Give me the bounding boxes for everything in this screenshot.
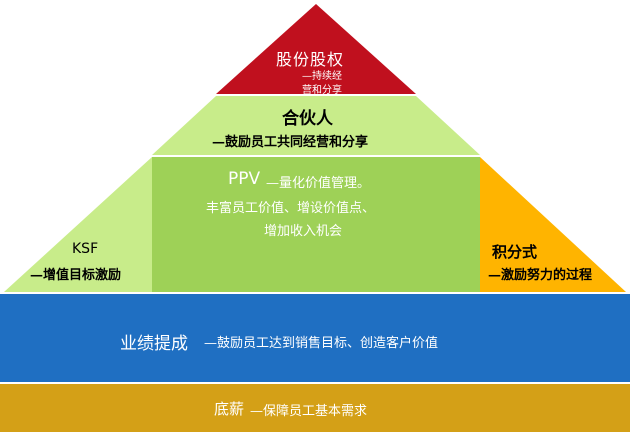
partner-subtitle: —鼓励员工共同经营和分享 [212, 135, 369, 150]
base-subtitle: —保障员工基本需求 [250, 404, 368, 419]
partner-title: 合伙人 [282, 109, 333, 129]
performance-title: 业绩提成 [120, 334, 188, 354]
equity-title: 股份股权 [276, 50, 345, 69]
ppv-subtitle-line1: —量化价值管理。 [266, 176, 371, 191]
points-subtitle: —激励努力的过程 [488, 268, 593, 283]
ppv-subtitle-line3: 增加收入机会 [264, 224, 343, 239]
ksf-tier-shape [4, 157, 152, 292]
points-tier-shape [480, 157, 626, 292]
base-tier-shape [0, 384, 630, 432]
equity-subtitle-line1: —持续经 [302, 71, 342, 82]
performance-tier-shape [0, 294, 630, 382]
ksf-subtitle: —增值目标激励 [30, 268, 122, 283]
ppv-subtitle-line2: 丰富员工价值、增设价值点、 [206, 201, 376, 216]
points-title: 积分式 [492, 243, 538, 261]
ksf-title: KSF [72, 241, 99, 257]
ppv-title: PPV [228, 169, 261, 189]
ppv-tier-shape [152, 157, 480, 292]
equity-subtitle-line2: 营和分享 [302, 85, 342, 96]
partner-tier-shape [152, 96, 480, 155]
equity-tier-shape [216, 4, 416, 94]
performance-subtitle: —鼓励员工达到销售目标、创造客户价值 [204, 336, 439, 351]
base-title: 底薪 [214, 400, 245, 418]
